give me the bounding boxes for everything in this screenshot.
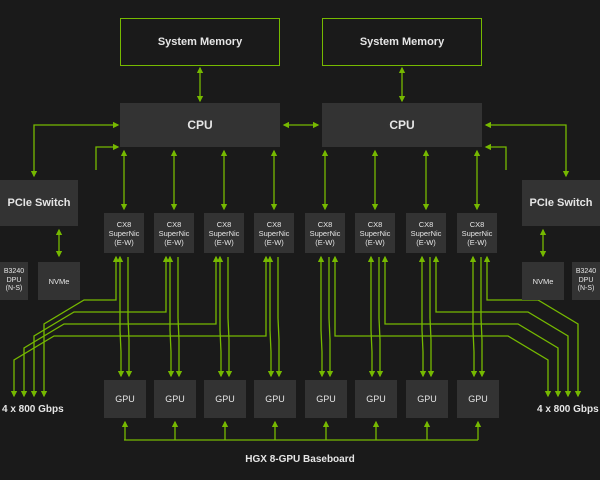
gpu-5: GPU (305, 380, 347, 418)
cpu-pcie-link-right-1 (484, 121, 570, 178)
nic-gpu-link-7 (418, 255, 427, 378)
cpu-left: CPU (120, 103, 280, 147)
supernic-6-line-3: (E-W) (365, 237, 385, 247)
supernic-1-line-1: CX8 (116, 219, 132, 229)
cpu-right: CPU (322, 103, 482, 147)
supernic-7-line-2: SuperNic (410, 228, 442, 238)
nic-port-link-left-4 (10, 255, 270, 398)
cpu-pcie-link-left-1 (30, 121, 120, 178)
gpu-6: GPU (355, 380, 397, 418)
dpu-left-type: DPU (6, 276, 22, 284)
nic-gpu-link-5 (317, 255, 326, 378)
supernic-2-line-2: SuperNic (158, 228, 190, 238)
supernic-6-line-1: CX8 (367, 219, 383, 229)
nic-gpu-link-b-5 (326, 257, 334, 378)
bandwidth-label-right: 4 x 800 Gbps (537, 404, 599, 415)
supernic-5-line-1: CX8 (317, 219, 333, 229)
nic-gpu-link-4 (266, 255, 275, 378)
supernic-8-line-3: (E-W) (467, 237, 487, 247)
nic-gpu-link-b-8 (478, 257, 486, 378)
cpu-pcie-link-left-2 (95, 143, 120, 170)
dpu-right-type: DPU (578, 276, 594, 284)
bandwidth-label-left: 4 x 800 Gbps (2, 404, 64, 415)
supernic-8-line-2: SuperNic (461, 228, 493, 238)
system-memory-left: System Memory (120, 18, 280, 66)
dpu-left-role: (N-S) (5, 285, 23, 293)
nic-gpu-link-b-4 (275, 257, 283, 378)
gpu-7: GPU (406, 380, 448, 418)
nic-gpu-link-b-3 (225, 257, 233, 378)
dpu-right-model: B3240 (575, 268, 597, 276)
system-memory-right: System Memory (322, 18, 482, 66)
nic-gpu-link-3 (216, 255, 225, 378)
supernic-6-line-2: SuperNic (359, 228, 391, 238)
nic-port-link-right-4 (331, 255, 552, 398)
nic-gpu-link-6 (367, 255, 376, 378)
supernic-8-line-1: CX8 (469, 219, 485, 229)
supernic-2-line-1: CX8 (166, 219, 182, 229)
supernic-1-line-2: SuperNic (108, 228, 140, 238)
pcie-switch-left: PCIe Switch (0, 180, 78, 226)
gpu-3: GPU (204, 380, 246, 418)
cpu-pcie-link-right-2 (484, 143, 507, 170)
supernic-2-line-3: (E-W) (164, 237, 184, 247)
gpu-2: GPU (154, 380, 196, 418)
supernic-5-line-3: (E-W) (315, 237, 335, 247)
gpu-8: GPU (457, 380, 499, 418)
supernic-7-line-3: (E-W) (416, 237, 436, 247)
nvme-left: NVMe (38, 262, 80, 300)
nic-gpu-link-b-6 (376, 257, 384, 378)
dpu-right: B3240 DPU (N-S) (572, 262, 600, 300)
dpu-left: B3240 DPU (N-S) (0, 262, 28, 300)
nic-gpu-link-1 (116, 255, 125, 378)
nic-gpu-link-b-1 (125, 257, 133, 378)
nic-gpu-link-2 (166, 255, 175, 378)
dpu-right-role: (N-S) (577, 285, 595, 293)
supernic-3-line-3: (E-W) (214, 237, 234, 247)
gpu-1: GPU (104, 380, 146, 418)
nic-gpu-link-b-7 (427, 257, 435, 378)
nic-gpu-link-8 (469, 255, 478, 378)
pcie-switch-right: PCIe Switch (522, 180, 600, 226)
supernic-4-line-1: CX8 (266, 219, 282, 229)
supernic-3-line-1: CX8 (216, 219, 232, 229)
gpu-4: GPU (254, 380, 296, 418)
supernic-4-line-2: SuperNic (258, 228, 290, 238)
dpu-left-model: B3240 (3, 268, 25, 276)
supernic-1-line-3: (E-W) (114, 237, 134, 247)
supernic-7-line-1: CX8 (418, 219, 434, 229)
supernic-3-line-2: SuperNic (208, 228, 240, 238)
nic-gpu-link-b-2 (175, 257, 183, 378)
supernic-4-line-3: (E-W) (264, 237, 284, 247)
baseboard-label: HGX 8-GPU Baseboard (245, 454, 355, 465)
supernic-5-line-2: SuperNic (309, 228, 341, 238)
nvme-right: NVMe (522, 262, 564, 300)
